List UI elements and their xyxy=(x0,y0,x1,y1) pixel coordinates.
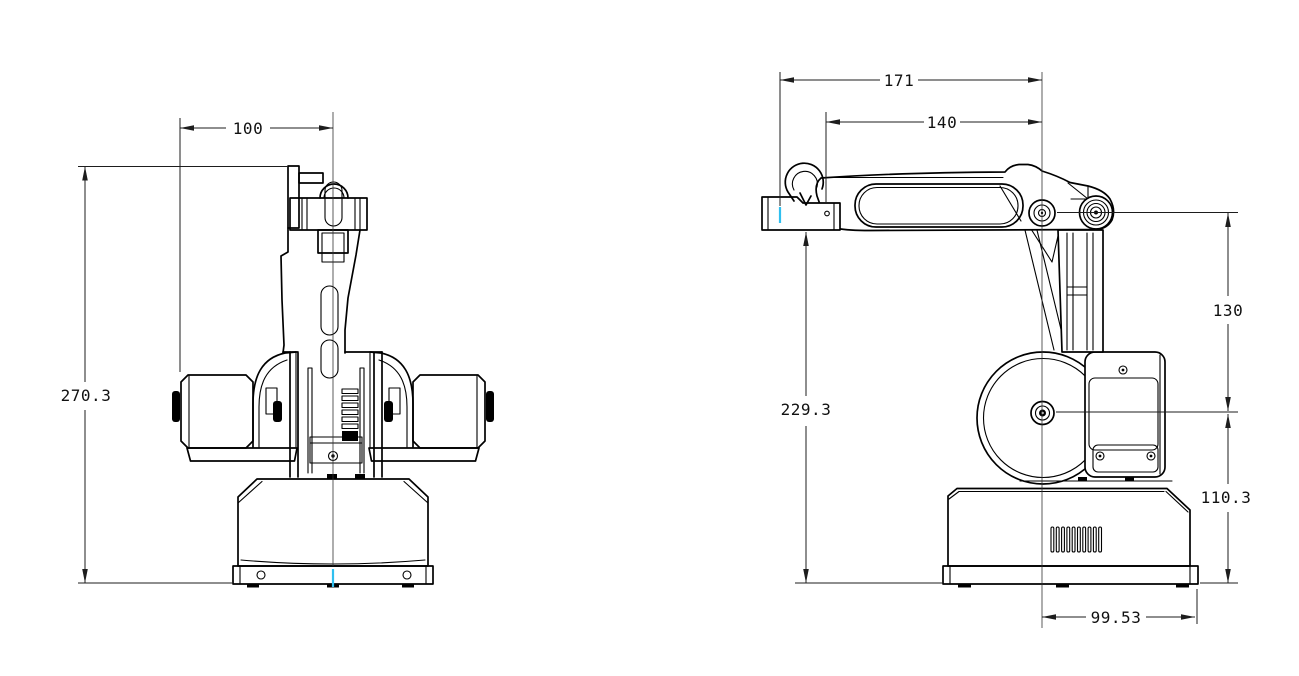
vent-grille xyxy=(1050,526,1103,553)
dim-label-base-width: 99.53 xyxy=(1091,608,1142,627)
base-foot xyxy=(1056,584,1069,588)
front-motor-housing-left xyxy=(172,351,298,462)
arm-slot-upper xyxy=(320,285,339,336)
bracket-screw-right xyxy=(1146,451,1156,461)
motor-side-tab xyxy=(172,391,180,422)
front-motor-housing-right xyxy=(368,351,495,462)
base-foot xyxy=(247,584,259,588)
arm-slot-lower xyxy=(320,339,339,379)
gripper-handle-inner xyxy=(323,187,345,199)
base-foot xyxy=(402,584,414,588)
side-base-plate xyxy=(942,565,1199,585)
motor-screw-top xyxy=(1118,365,1128,375)
dim-label-reach-total: 171 xyxy=(884,71,914,90)
fork-cross-band xyxy=(309,436,363,464)
base-screw-right xyxy=(402,570,412,580)
motor-bottom-bracket xyxy=(1092,444,1159,473)
motor-face xyxy=(1088,377,1159,451)
dim-side-reach-upper: 140 xyxy=(825,112,1042,202)
side-robot xyxy=(761,162,1199,588)
wrist-slot xyxy=(324,181,343,227)
shoulder-hub xyxy=(1030,400,1055,426)
gripper-step xyxy=(298,172,324,184)
base-screw-left xyxy=(256,570,266,580)
fork-foot-left xyxy=(327,474,337,479)
dim-label-link-height: 130 xyxy=(1213,301,1243,320)
front-view: 100 270.3 xyxy=(61,112,495,588)
effector-hook xyxy=(784,162,825,206)
end-effector xyxy=(761,196,841,231)
upper-arm-link xyxy=(815,163,1115,232)
arm-pocket xyxy=(854,183,1024,228)
gear-rack xyxy=(341,388,359,441)
dim-side-base-width: 99.53 xyxy=(1042,589,1198,627)
front-shoulder-fork xyxy=(282,351,383,479)
base-foot xyxy=(958,584,971,588)
dim-front-width: 100 xyxy=(179,118,333,372)
dim-front-height: 270.3 xyxy=(61,166,288,584)
dim-side-reach-total: 171 xyxy=(778,71,1042,223)
front-gripper xyxy=(287,165,368,263)
dim-label-base-height: 110.3 xyxy=(1201,488,1252,507)
fork-foot-right xyxy=(355,474,365,479)
side-view: 171 140 130 110.3 xyxy=(761,71,1252,628)
front-arm-column xyxy=(280,227,361,379)
arm-pocket-inner xyxy=(858,186,1019,225)
gripper-handle-outer xyxy=(319,183,349,199)
side-base xyxy=(942,477,1199,588)
base-foot xyxy=(1176,584,1189,588)
dim-side-overall-height: 229.3 xyxy=(781,232,943,584)
dim-side-link-height: 130 xyxy=(1056,212,1243,413)
dim-label-overall-height: 229.3 xyxy=(781,400,832,419)
motor-connector xyxy=(273,401,282,422)
effector-screw xyxy=(824,210,830,217)
gripper-tab xyxy=(287,165,300,229)
side-motor-block xyxy=(1084,351,1166,478)
dim-label-front-height: 270.3 xyxy=(61,386,112,405)
dim-label-reach-upper: 140 xyxy=(927,113,957,132)
bracket-screw-left xyxy=(1095,451,1105,461)
front-base xyxy=(232,478,434,588)
dim-side-base-height: 110.3 xyxy=(1200,414,1252,584)
dim-label-front-width: 100 xyxy=(233,119,263,138)
